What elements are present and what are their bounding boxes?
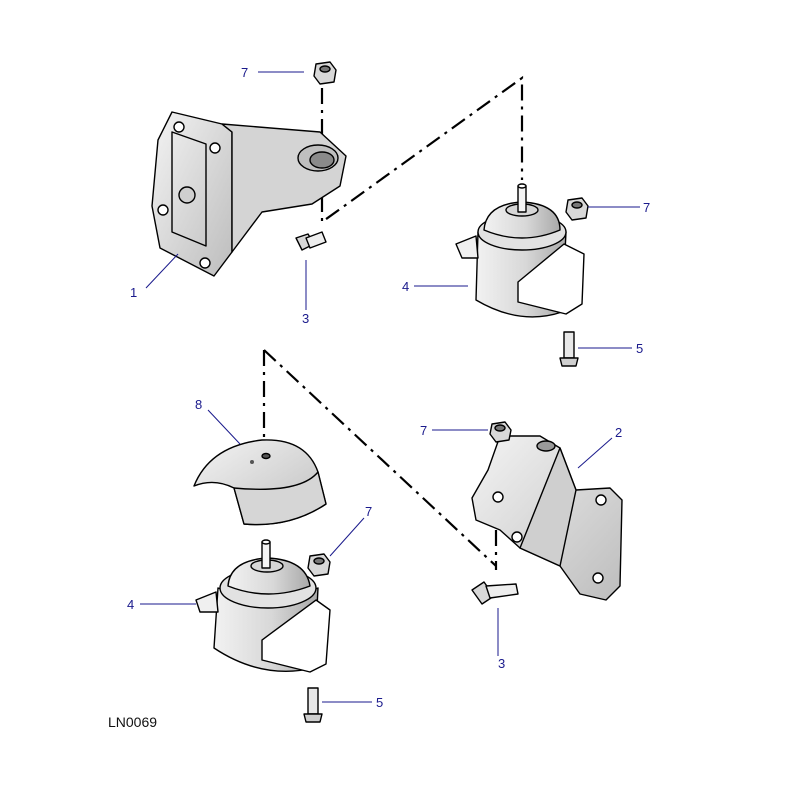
callout-4-right: 4 bbox=[402, 279, 409, 294]
callout-3-top: 3 bbox=[302, 311, 309, 326]
flange-bolt-part bbox=[295, 231, 327, 251]
callout-4-left: 4 bbox=[127, 597, 134, 612]
flange-bolt-part bbox=[471, 581, 519, 605]
flange-nut-part bbox=[307, 553, 331, 577]
callout-1: 1 bbox=[130, 285, 137, 300]
stud-part bbox=[559, 331, 579, 367]
engine-mounting-part bbox=[455, 183, 585, 318]
callout-7-topleft: 7 bbox=[241, 65, 248, 80]
callout-8: 8 bbox=[195, 397, 202, 412]
flange-nut-part bbox=[313, 61, 337, 85]
callout-2: 2 bbox=[615, 425, 622, 440]
callout-7-right: 7 bbox=[643, 200, 650, 215]
engine-mounting-part-lower bbox=[195, 539, 331, 673]
leader-lines bbox=[140, 71, 640, 703]
callout-3-bottom: 3 bbox=[498, 656, 505, 671]
callout-5-top: 5 bbox=[636, 341, 643, 356]
stud-part bbox=[303, 687, 323, 723]
engine-bracket-part bbox=[151, 111, 347, 277]
flange-nut-part bbox=[489, 421, 512, 443]
callout-7-lower: 7 bbox=[365, 504, 372, 519]
flange-nut-part bbox=[565, 197, 589, 221]
callout-7-mid: 7 bbox=[420, 423, 427, 438]
assembly-lines bbox=[262, 75, 524, 570]
diagram-reference-code: LN0069 bbox=[108, 714, 157, 730]
heat-shield-part bbox=[193, 439, 327, 526]
chassis-bracket-part bbox=[471, 435, 623, 601]
callouts: 1 2 3 3 4 4 5 5 7 7 7 7 8 bbox=[127, 65, 650, 710]
callout-5-bottom: 5 bbox=[376, 695, 383, 710]
